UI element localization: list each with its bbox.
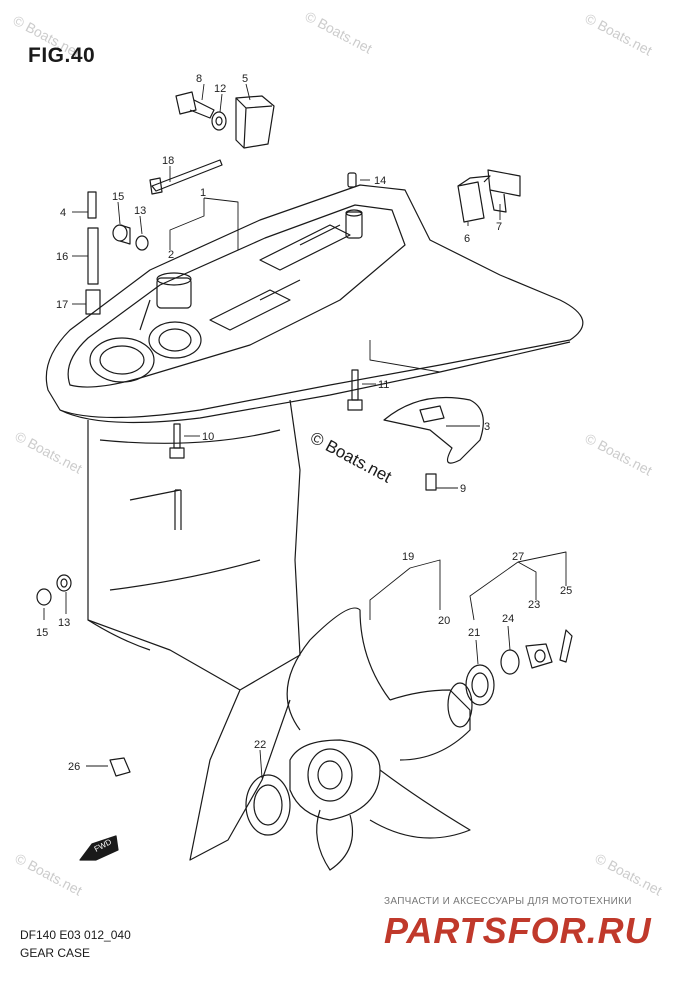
label-18: 18 (162, 155, 174, 167)
label-2: 2 (168, 249, 174, 261)
part-12-washer (211, 111, 227, 131)
part-15-screw-lower (36, 588, 52, 606)
label-26: 26 (68, 761, 80, 773)
label-6: 6 (464, 233, 470, 245)
leader-lines (43, 83, 567, 779)
label-7: 7 (496, 221, 502, 233)
ad-tagline: ЗАПЧАСТИ И АКСЕССУАРЫ ДЛЯ МОТОТЕХНИКИ (384, 896, 632, 907)
label-20: 20 (438, 615, 450, 627)
part-4-stud (87, 191, 97, 219)
part-7-clip (487, 169, 521, 213)
label-15-lower: 15 (36, 627, 48, 639)
label-13: 13 (134, 205, 146, 217)
part-13-washer-upper (135, 235, 149, 251)
part-25-cotter-pin (559, 629, 573, 663)
part-10-bolt (169, 423, 185, 459)
label-12: 12 (214, 83, 226, 95)
label-14: 14 (374, 175, 386, 187)
gear-case-body (45, 184, 584, 861)
part-26-plug (109, 757, 131, 777)
model-code: DF140 E03 012_040 (20, 928, 131, 942)
label-3: 3 (484, 421, 490, 433)
label-10: 10 (202, 431, 214, 443)
part-number-labels: 8 12 5 18 14 15 13 4 16 17 1 2 6 7 11 3 … (36, 73, 572, 854)
label-15: 15 (112, 191, 124, 203)
label-27: 27 (512, 551, 524, 563)
label-21: 21 (468, 627, 480, 639)
part-16-dowel (87, 227, 99, 285)
part-23-nut (525, 643, 553, 669)
figure-caption: GEAR CASE (20, 946, 91, 960)
part-18-tie (149, 159, 223, 195)
part-14-pin (347, 172, 357, 188)
label-23: 23 (528, 599, 540, 611)
ad-logo: PARTSFOR.RU (384, 910, 652, 951)
label-13-lower: 13 (58, 617, 70, 629)
label-4: 4 (60, 207, 66, 219)
label-5: 5 (242, 73, 248, 85)
label-22: 22 (254, 739, 266, 751)
label-16: 16 (56, 251, 68, 263)
part-13-washer-lower (56, 574, 72, 592)
part-21-thrust-washer (465, 664, 495, 706)
fwd-arrow (79, 835, 119, 861)
part-15-screw-upper (112, 224, 131, 245)
label-19: 19 (402, 551, 414, 563)
part-6-clip (457, 175, 491, 223)
part-11-bolt (347, 369, 363, 411)
label-17: 17 (56, 299, 68, 311)
part-3-trim-tab (383, 396, 484, 464)
figure-title: FIG.40 (28, 44, 96, 67)
part-17-nut (85, 289, 101, 315)
part-8-bolt (175, 91, 215, 119)
label-9: 9 (460, 483, 466, 495)
part-5-trim-tab (235, 95, 275, 149)
label-24: 24 (502, 613, 514, 625)
label-25: 25 (560, 585, 572, 597)
part-9-screw (425, 473, 437, 491)
label-1: 1 (200, 187, 206, 199)
part-22-spacer (245, 774, 291, 836)
part-24-washer (500, 649, 520, 675)
part-20-propeller (286, 607, 473, 871)
label-11: 11 (378, 379, 389, 391)
label-8: 8 (196, 73, 202, 85)
